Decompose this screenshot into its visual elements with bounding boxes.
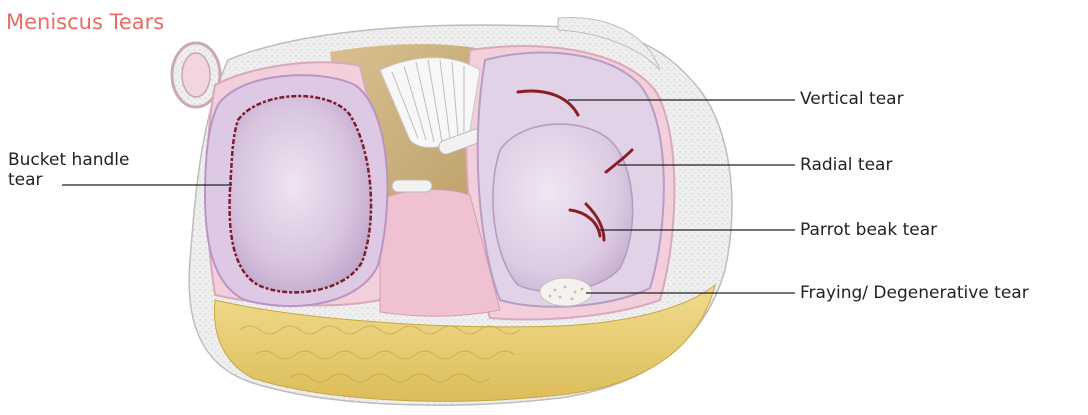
fraying-patch — [540, 278, 592, 306]
bucket-handle-label-line1: Bucket handle — [8, 150, 130, 170]
vertical-tear-label: Vertical tear — [800, 89, 904, 109]
bucket-handle-label-line2: tear — [8, 170, 130, 190]
medial-meniscus — [478, 52, 664, 306]
fraying-degenerative-tear-label: Fraying/ Degenerative tear — [800, 283, 1029, 303]
lateral-meniscus — [205, 75, 387, 306]
parrot-beak-tear-label: Parrot beak tear — [800, 220, 937, 240]
radial-tear-label: Radial tear — [800, 155, 892, 175]
bucket-handle-tear-label: Bucket handle tear — [8, 150, 130, 191]
